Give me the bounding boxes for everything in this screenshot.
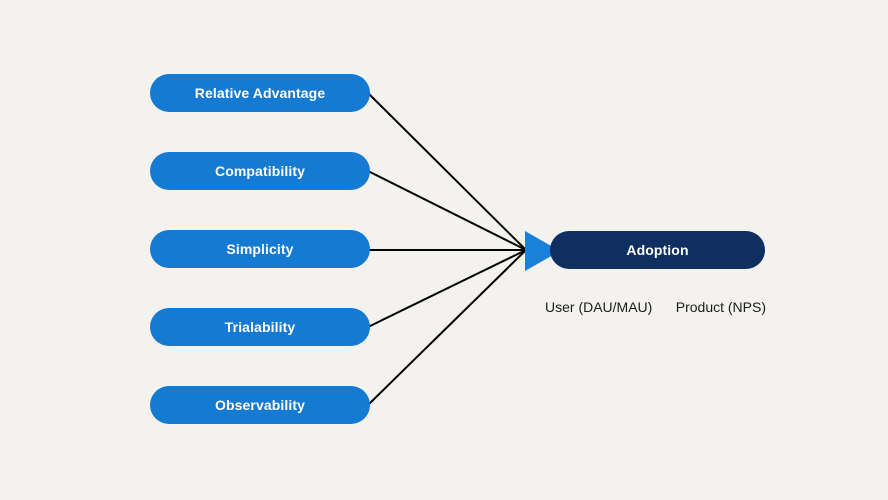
connector-line-relative-advantage: [367, 92, 527, 251]
factor-pill-simplicity: Simplicity: [150, 230, 370, 268]
connector-line-trialability: [367, 249, 527, 328]
factor-label: Observability: [214, 397, 305, 413]
metrics-row: User (DAU/MAU) Product (NPS): [545, 298, 766, 316]
metric-label-user: User (DAU/MAU): [545, 299, 653, 315]
outcome-label: Adoption: [626, 242, 689, 258]
factor-pill-compatibility: Compatibility: [150, 152, 370, 190]
factor-label: Compatibility: [215, 163, 305, 179]
factor-label: Trialability: [224, 319, 296, 335]
outcome-pill-adoption: Adoption: [550, 231, 765, 269]
connector-line-compatibility: [367, 170, 527, 251]
factor-pill-relative-advantage: Relative Advantage: [150, 74, 370, 112]
metric-label-product: Product (NPS): [675, 299, 766, 315]
factor-pill-trialability: Trialability: [150, 308, 370, 346]
factor-label: Simplicity: [226, 241, 294, 257]
arrowhead-icon: [525, 231, 560, 271]
factor-label: Relative Advantage: [194, 85, 326, 101]
factor-pill-observability: Observability: [150, 386, 370, 424]
connector-line-observability: [367, 249, 527, 406]
